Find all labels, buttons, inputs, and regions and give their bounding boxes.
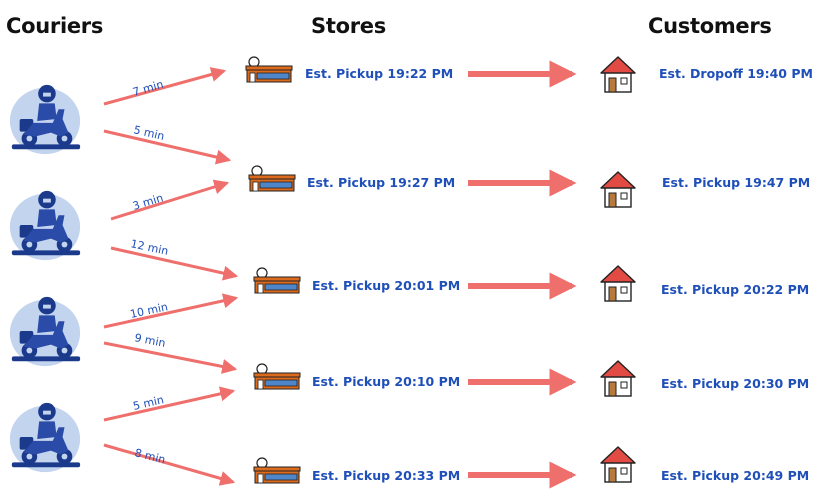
customer-time-label: Est. Dropoff 19:40 PM [659,66,813,81]
customers-header: Customers [648,14,772,38]
store-icon [253,363,301,390]
store-pickup-label: Est. Pickup 19:22 PM [305,66,454,81]
store-pickup-label: Est. Pickup 20:10 PM [312,374,461,389]
route-time-label: 8 min [133,446,166,466]
route-courier-4-store-4 [103,386,236,422]
house-icon [600,171,636,208]
store-pickup-label: Est. Pickup 20:01 PM [312,278,461,293]
route-courier-4-store-5 [103,443,236,486]
route-courier-2-store-3 [110,246,239,281]
store-pickup-label: Est. Pickup 20:33 PM [312,468,461,483]
route-time-label: 7 min [131,78,165,99]
route-time-label: 9 min [133,331,166,350]
store-pickup-label: Est. Pickup 19:27 PM [307,175,456,190]
house-icon [600,446,636,483]
store-icon [253,267,301,294]
house-icon [600,56,636,93]
store-icon [248,165,296,192]
route-courier-1-store-2 [103,129,232,165]
couriers-header: Couriers [6,14,104,38]
route-courier-2-store-2 [110,179,230,221]
courier-scooter-icon [9,190,81,261]
route-courier-1-store-1 [103,67,227,106]
store-icon [253,457,301,484]
house-icon [600,360,636,397]
courier-scooter-icon [9,402,81,473]
route-courier-3-store-3 [103,293,239,329]
store-icon [245,56,293,83]
customer-time-label: Est. Pickup 19:47 PM [662,175,811,190]
stores-header: Stores [311,14,386,38]
house-icon [600,265,636,302]
route-courier-3-store-4 [103,341,238,374]
courier-scooter-icon [9,84,81,155]
customer-time-label: Est. Pickup 20:30 PM [661,376,810,391]
courier-scooter-icon [9,296,81,367]
customer-time-label: Est. Pickup 20:22 PM [661,282,810,297]
route-time-label: 3 min [131,191,165,213]
customer-time-label: Est. Pickup 20:49 PM [661,468,810,483]
